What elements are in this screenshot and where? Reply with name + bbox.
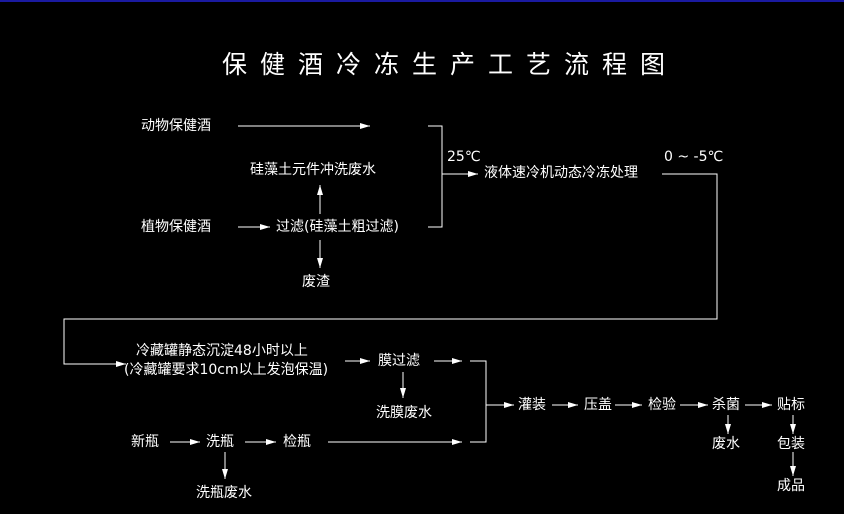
node-diatomite-wash: 硅藻土元件冲洗废水: [250, 162, 376, 178]
node-plant-wine: 植物保健酒: [141, 219, 211, 235]
bracket-merge: [428, 125, 443, 228]
node-new-bottle: 新瓶: [131, 434, 159, 450]
node-filling: 灌装: [518, 397, 546, 413]
bracket-filling: [470, 360, 487, 443]
node-sterilization: 杀菌: [712, 397, 740, 413]
node-labeling: 贴标: [777, 397, 805, 413]
node-packaging: 包装: [777, 436, 805, 452]
node-animal-wine: 动物保健酒: [141, 118, 211, 134]
node-capping: 压盖: [584, 397, 612, 413]
node-wash-bottle: 洗瓶: [206, 434, 234, 450]
label-temp-25: 25℃: [447, 149, 481, 165]
node-check-bottle: 检瓶: [283, 434, 311, 450]
diagram-title: 保健酒冷冻生产工艺流程图: [222, 50, 679, 79]
node-filter: 过滤(硅藻土粗过滤): [276, 219, 399, 235]
node-membrane-waste: 洗膜废水: [376, 405, 432, 421]
label-temp-range: 0 ~ -5℃: [664, 149, 724, 165]
node-waste-water: 废水: [712, 436, 740, 452]
node-finished: 成品: [777, 478, 805, 494]
node-inspection: 检验: [648, 397, 676, 413]
node-waste-residue: 废渣: [302, 274, 330, 290]
node-membrane-filter: 膜过滤: [378, 353, 420, 369]
node-bottle-waste: 洗瓶废水: [196, 485, 252, 501]
node-liquid-cooling: 液体速冷机动态冷冻处理: [484, 165, 638, 181]
node-tank-line1: 冷藏罐静态沉淀48小时以上: [136, 343, 308, 359]
node-tank-line2: (冷藏罐要求10cm以上发泡保温): [124, 362, 329, 378]
connector-cooling-to-tank: [63, 173, 718, 367]
